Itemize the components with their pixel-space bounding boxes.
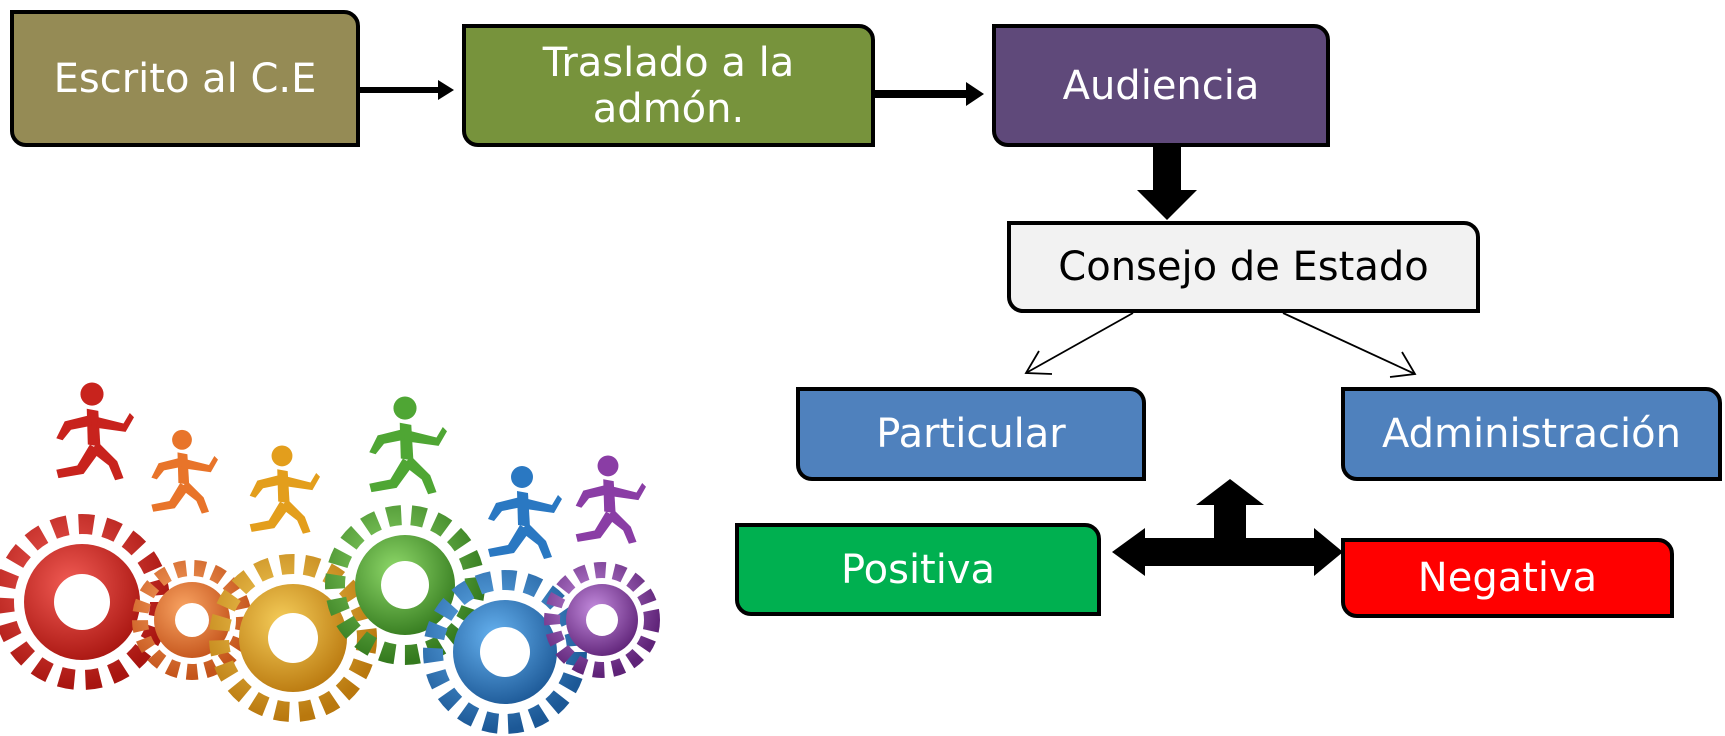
- arrow-consejo-to-administracion: [1282, 312, 1417, 378]
- gear-blue-icon: [423, 570, 587, 734]
- gears-and-runners-illustration: [0, 382, 660, 734]
- node-audiencia-label: Audiencia: [1062, 62, 1260, 109]
- runner-yellow-icon: [249, 445, 320, 534]
- runner-orange-icon: [151, 429, 218, 514]
- node-positiva: Positiva: [735, 523, 1101, 616]
- node-escrito: Escrito al C.E: [10, 10, 360, 147]
- runner-green-icon: [369, 396, 447, 495]
- node-traslado-label: Traslado a la admón.: [542, 39, 795, 132]
- node-audiencia: Audiencia: [992, 24, 1330, 147]
- gear-green-icon: [325, 505, 485, 665]
- node-administracion-label: Administración: [1381, 411, 1681, 457]
- arrow-outcome-branches: [1112, 479, 1343, 576]
- runner-red-icon: [56, 382, 134, 481]
- arrow-consejo-to-particular: [1024, 312, 1134, 375]
- runner-purple-icon: [575, 455, 646, 544]
- arrow-audiencia-to-consejo: [1137, 147, 1197, 220]
- node-positiva-label: Positiva: [840, 546, 996, 593]
- arrow-traslado-to-audiencia: [875, 82, 984, 106]
- node-negativa-label: Negativa: [1417, 555, 1598, 601]
- arrow-escrito-to-traslado: [360, 80, 454, 100]
- node-consejo-label: Consejo de Estado: [1058, 244, 1429, 290]
- gear-purple-icon: [544, 562, 660, 678]
- node-negativa: Negativa: [1341, 538, 1674, 618]
- node-escrito-label: Escrito al C.E: [53, 55, 317, 102]
- node-traslado: Traslado a la admón.: [462, 24, 875, 147]
- node-particular-label: Particular: [876, 411, 1066, 457]
- node-consejo: Consejo de Estado: [1007, 221, 1480, 313]
- runner-blue-icon: [488, 466, 562, 559]
- node-administracion: Administración: [1341, 387, 1722, 481]
- node-particular: Particular: [796, 387, 1146, 481]
